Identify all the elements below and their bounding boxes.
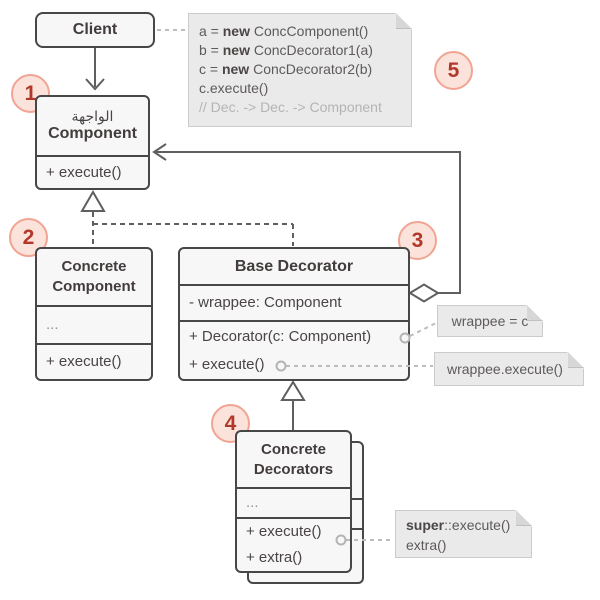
- wrappee-assign-note: wrappee = c: [437, 305, 543, 337]
- method-execute: + execute(): [46, 353, 122, 370]
- class-base-decorator: Base Decorator - wrappee: Component + De…: [178, 247, 410, 381]
- method-extra: + extra(): [246, 549, 303, 566]
- ellipsis-row: ...: [246, 494, 259, 511]
- class-title: Component: [48, 125, 137, 142]
- aggregation-diamond-icon: [408, 283, 440, 303]
- class-title: Base Decorator: [234, 257, 354, 275]
- class-component: الواجهة Component + execute(): [35, 95, 150, 190]
- method-execute: + execute(): [46, 163, 122, 181]
- method-execute: + execute(): [246, 523, 322, 540]
- class-concrete-decorators: Concrete Decorators ... + execute() + ex…: [235, 430, 352, 573]
- class-title: Client: [72, 21, 118, 38]
- code-line-2: b = new ConcDecorator1(a): [199, 42, 373, 58]
- generalization-triangle-icon: [80, 190, 106, 212]
- class-stereotype-arabic: الواجهة: [71, 109, 114, 125]
- class-title-line1: Concrete: [260, 440, 327, 458]
- code-comment: // Dec. -> Dec. -> Component: [199, 99, 382, 115]
- step-badge-5: 5: [434, 51, 473, 90]
- class-client: Client: [35, 12, 155, 48]
- component-realization: [80, 190, 294, 246]
- super-execute-note: super::execute() extra(): [395, 510, 532, 558]
- generalization-triangle-icon: [280, 380, 306, 401]
- code-line-4: c.execute(): [199, 80, 269, 96]
- client-code-note: a = new ConcComponent() b = new ConcDeco…: [188, 13, 412, 127]
- class-title-line1: Concrete: [61, 258, 127, 275]
- method-decorator-ctor: + Decorator(c: Component): [189, 327, 372, 345]
- field-wrappee: - wrappee: Component: [189, 294, 342, 311]
- ellipsis-row: ...: [46, 316, 59, 333]
- client-component-association: [85, 48, 105, 91]
- class-concrete-component: Concrete Component ... + execute(): [35, 247, 153, 381]
- code-line-3: c = new ConcDecorator2(b): [199, 61, 373, 77]
- decorator-generalization: [280, 380, 306, 430]
- open-arrowhead-icon: [85, 78, 105, 91]
- method-execute: + execute(): [189, 355, 265, 373]
- super-line-2: extra(): [406, 537, 447, 553]
- code-line-1: a = new ConcComponent(): [199, 23, 369, 39]
- super-line-1: super::execute(): [406, 517, 511, 533]
- wrappee-execute-note: wrappee.execute(): [434, 352, 584, 386]
- class-title-line2: Decorators: [253, 460, 334, 478]
- class-title-line2: Component: [52, 278, 136, 295]
- open-arrowhead-icon: [152, 143, 167, 161]
